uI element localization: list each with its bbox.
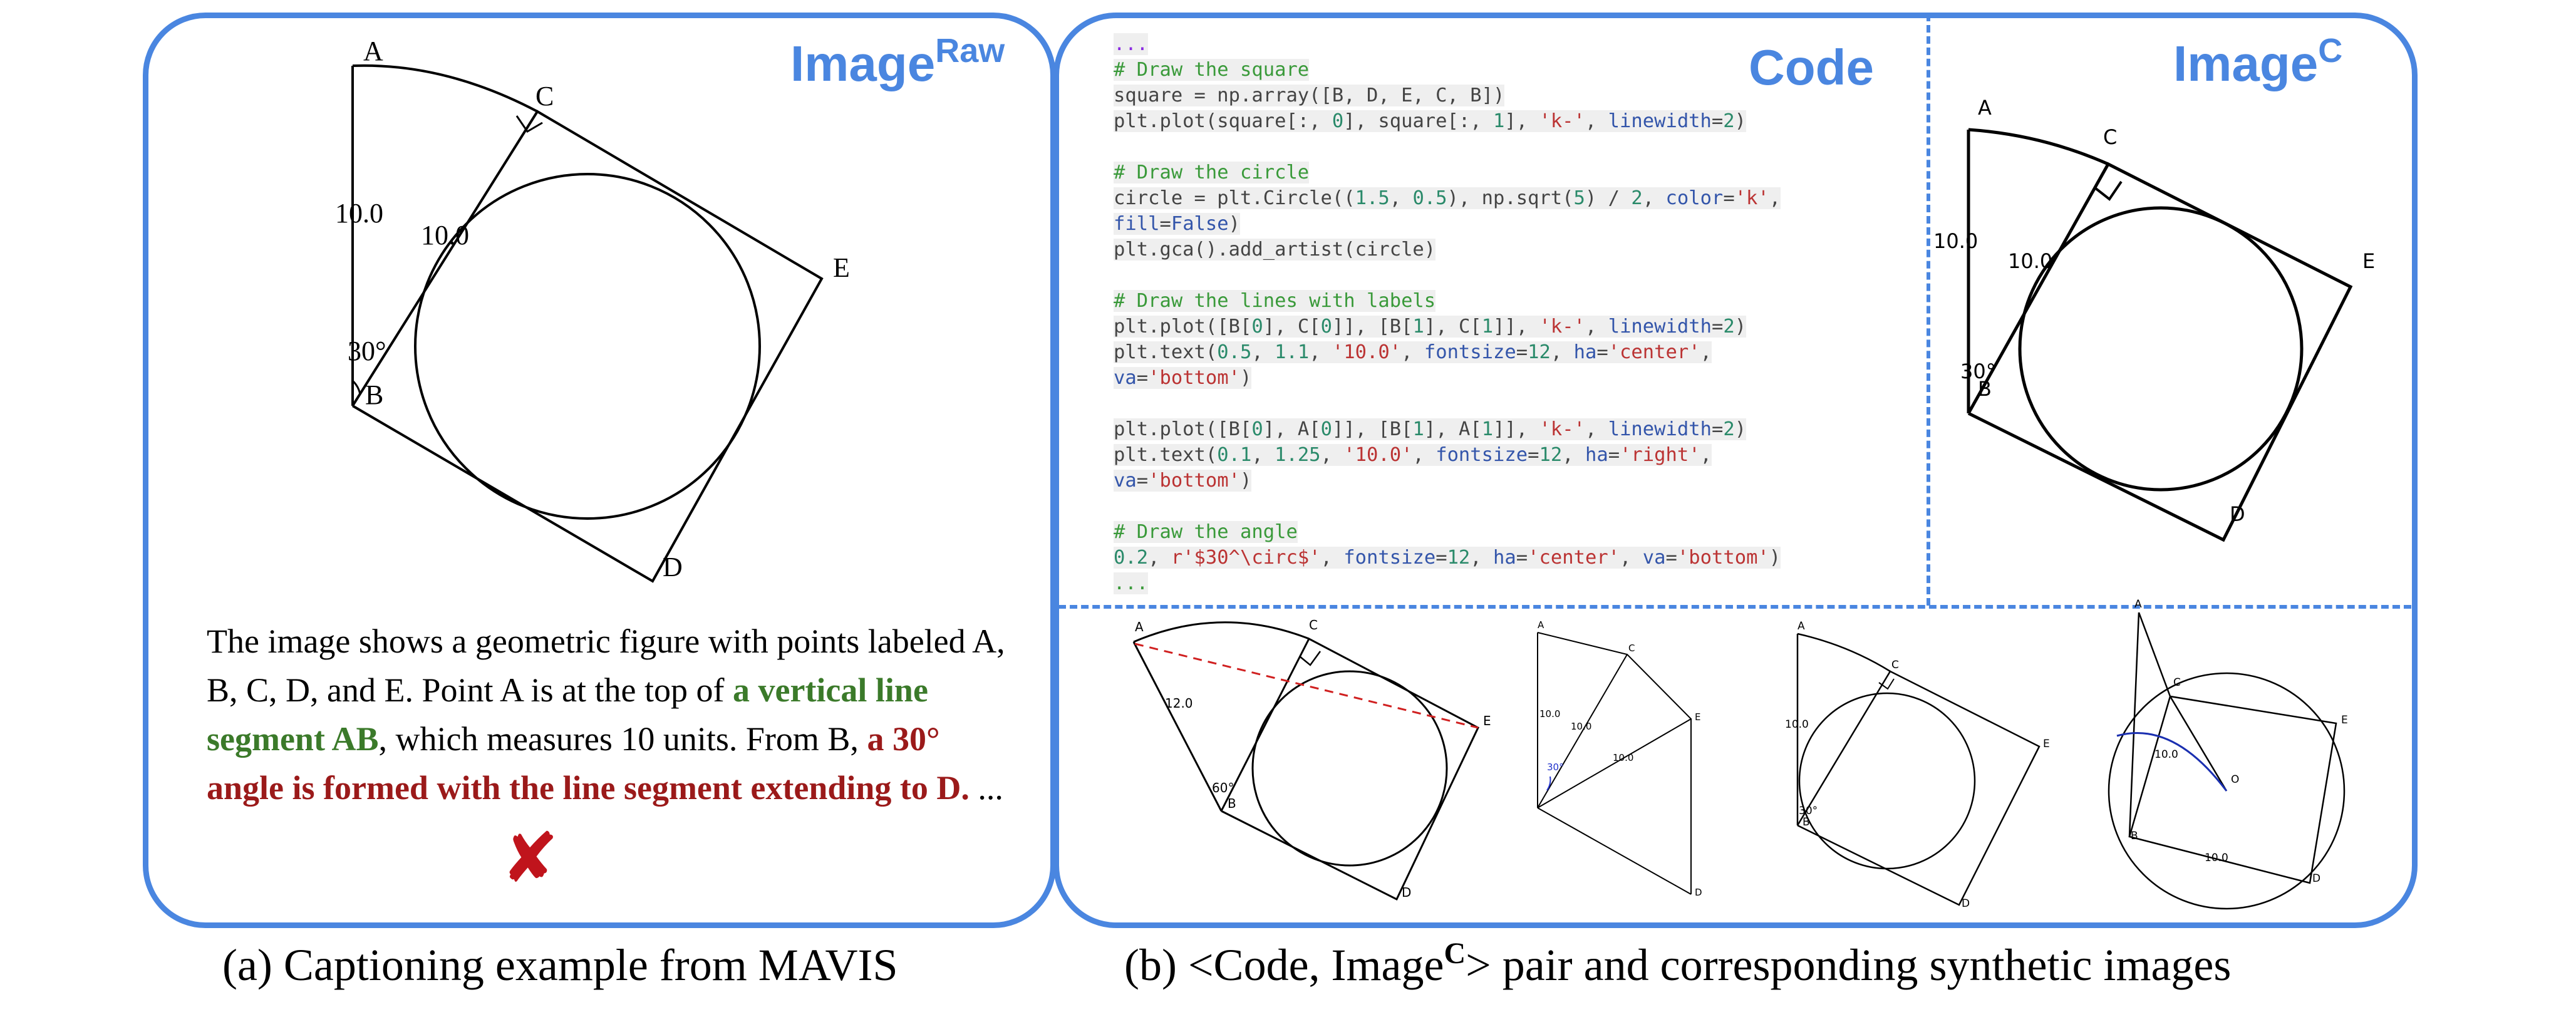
raw-figure: [351, 64, 824, 583]
cross-mark-icon: ✘: [501, 818, 559, 898]
syn1-len: 12.0: [1165, 696, 1193, 711]
imgc-label-c: C: [2103, 125, 2117, 149]
syn2-label-c: C: [1628, 643, 1635, 654]
syn4-label-o: O: [2231, 773, 2239, 786]
raw-label-b: B: [365, 380, 383, 410]
syn3-label-e: E: [2043, 738, 2050, 750]
raw-angle: 30°: [348, 336, 386, 366]
raw-label-c: C: [535, 81, 554, 111]
caption-a: (a) Captioning example from MAVIS: [222, 940, 898, 990]
syn4-label-b: B: [2131, 830, 2138, 842]
syn2-len-1: 10.0: [1539, 708, 1560, 720]
syn1-label-d: D: [1402, 885, 1411, 900]
image-c-title: ImageC: [2173, 32, 2343, 91]
divider-vertical: [1927, 14, 1930, 606]
syn1-label-c: C: [1309, 617, 1318, 632]
synthetic-figure-2: [1537, 632, 1692, 895]
syn4-label-c: C: [2173, 676, 2181, 689]
imgc-angle: 30°: [1960, 359, 1996, 383]
image-c-figure: [1967, 128, 2353, 542]
syn2-angle: 30°: [1547, 762, 1564, 773]
synthetic-figure-1: [1132, 621, 1479, 901]
syn1-angle: 60°: [1212, 780, 1234, 795]
syn2-label-a: A: [1538, 619, 1544, 631]
syn3-angle: 30°: [1799, 805, 1818, 817]
synthetic-figure-4: [2108, 612, 2346, 910]
syn2-label-d: D: [1695, 887, 1702, 898]
syn3-label-a: A: [1798, 620, 1805, 632]
imgc-label-a: A: [1978, 96, 1992, 120]
code-title: Code: [1749, 39, 1874, 95]
imgc-label-e: E: [2362, 249, 2375, 273]
syn3-len: 10.0: [1785, 718, 1809, 731]
imgc-len-1: 10.0: [1933, 229, 1978, 253]
panel-captioning-example: [143, 13, 1056, 928]
raw-len-bc: 10.0: [421, 220, 469, 250]
syn3-label-c: C: [1891, 659, 1899, 671]
syn4-label-e: E: [2341, 714, 2348, 726]
raw-label-a: A: [363, 36, 383, 66]
raw-label-e: E: [833, 252, 850, 283]
imgc-label-d: D: [2230, 502, 2245, 526]
syn3-label-d: D: [1962, 897, 1970, 910]
synthetic-figure-3: [1796, 632, 2041, 906]
code-block: ... # Draw the square square = np.array(…: [1114, 33, 1781, 594]
syn1-label-a: A: [1135, 619, 1144, 634]
caption-b: (b) <Code, ImageC> pair and correspondin…: [1124, 937, 2232, 990]
syn3-label-b: B: [1803, 816, 1810, 829]
syn4-len-1: 10.0: [2154, 748, 2178, 761]
raw-caption-text: The image shows a geometric figure with …: [207, 622, 1005, 807]
divider-horizontal: [1058, 605, 2411, 609]
syn4-len-2: 10.0: [2205, 852, 2228, 864]
syn2-len-2: 10.0: [1571, 721, 1591, 732]
syn1-label-b: B: [1228, 796, 1236, 811]
raw-label-d: D: [663, 552, 683, 582]
syn1-label-e: E: [1483, 713, 1491, 728]
syn4-label-a: A: [2134, 598, 2142, 611]
syn4-label-d: D: [2312, 872, 2320, 885]
imgc-label-b: B: [1978, 377, 1992, 401]
raw-len-ab: 10.0: [335, 198, 383, 229]
imgc-len-2: 10.0: [2008, 249, 2052, 273]
syn2-label-e: E: [1695, 711, 1700, 723]
syn2-len-3: 10.0: [1613, 752, 1633, 763]
image-raw-title: ImageRaw: [790, 32, 1005, 91]
